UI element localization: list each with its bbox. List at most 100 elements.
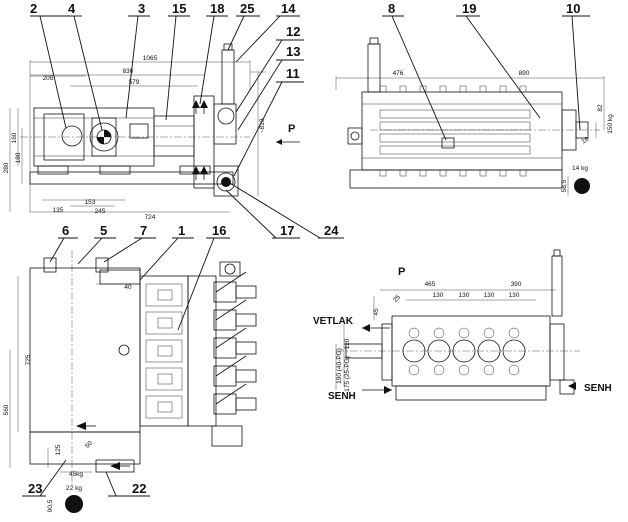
top-shaft-end [65, 495, 83, 513]
front-foot-mid [99, 165, 131, 175]
top-arrow-in [76, 422, 86, 430]
dim-245: 245 [95, 208, 106, 215]
top-coupling [95, 459, 135, 473]
side-center-marker [441, 137, 455, 149]
callout-8: 8 [388, 1, 395, 16]
dim-125: 125 [55, 444, 62, 455]
callout-7: 7 [140, 223, 147, 238]
dim-58-5: 58,5 [561, 179, 568, 192]
dim-16: 16 [580, 136, 590, 146]
front-accumulator [221, 49, 235, 105]
dim-280: 280 [3, 162, 10, 173]
front-shaft-circle [61, 125, 83, 147]
dim-90-5: 90,5 [47, 499, 54, 512]
dim-82: 82 [597, 104, 604, 112]
callout-4: 4 [68, 1, 76, 16]
port-senh-left: SENH [328, 391, 356, 402]
front-view: 1065 830 579 205 160 280 180 ~810 153 24… [3, 43, 300, 221]
port-senh-left-arrow [384, 386, 392, 394]
port-senh-right: SENH [584, 383, 612, 394]
dim-725: 725 [25, 354, 32, 365]
rear-view: 465 390 130 130 130 130 120 190 (40-PG) … [313, 249, 612, 402]
rear-inlet-stub [345, 343, 383, 359]
callout-22: 22 [132, 481, 146, 496]
dim-810: ~810 [259, 118, 266, 133]
port-vetlak: VETLAK [313, 316, 354, 327]
top-accumulator [219, 261, 241, 277]
callout-1: 1 [178, 223, 185, 238]
side-base [349, 169, 563, 189]
top-shaft-box [43, 257, 57, 273]
dim-205: 205 [43, 75, 54, 82]
callout-2: 2 [30, 1, 37, 16]
dim-120: 120 [344, 338, 351, 349]
top-base [29, 431, 141, 465]
side-accumulator [367, 43, 381, 93]
weight-14kg: 14 kg [572, 165, 588, 172]
rear-pressure-label: P [398, 266, 405, 278]
side-port [347, 127, 363, 145]
dim-390: 390 [511, 281, 522, 288]
rear-cylinders [402, 327, 526, 376]
callout-10: 10 [566, 1, 580, 16]
dim-45: 45 [373, 308, 380, 316]
callout-6: 6 [62, 223, 69, 238]
top-crosshead-guide [139, 275, 189, 427]
rear-accumulator [551, 255, 563, 317]
dim-830: 830 [123, 68, 134, 75]
dim-50: 50 [84, 440, 94, 450]
top-frame [29, 267, 141, 433]
dim-160: 160 [11, 132, 18, 143]
port-senh-right-arrow [568, 382, 576, 390]
dim-153: 153 [85, 199, 96, 206]
top-plunger-sections [145, 283, 183, 419]
side-view: 476 890 82 58,5 16 150 kg 14 kg [335, 37, 614, 196]
top-view: 40 725 560 125 50 90,5 45kg 22 kg [3, 250, 257, 513]
dim-180: 180 [15, 152, 22, 163]
callout-3: 3 [138, 1, 145, 16]
callout-11: 11 [286, 66, 300, 81]
side-shaft [575, 121, 589, 139]
dim-130-a: 130 [433, 292, 444, 299]
top-fluid-end [187, 275, 217, 427]
rear-fluid-end [391, 315, 551, 387]
dim-175: 175 (25-PG) [344, 356, 351, 392]
callout-15: 15 [172, 1, 186, 16]
callout-12: 12 [286, 24, 300, 39]
front-flow-arrows [192, 100, 208, 180]
top-arrow-out [110, 462, 120, 470]
weight-22kg: 22 kg [66, 485, 82, 492]
dim-190: 190 (40-PG) [336, 348, 343, 384]
dim-724: 724 [145, 214, 156, 221]
front-pressure-label: P [288, 123, 295, 135]
side-shaft-end [574, 178, 590, 194]
callout-24: 24 [324, 223, 339, 238]
side-bottom-bolts [379, 169, 527, 177]
dim-40: 40 [124, 284, 132, 291]
dim-25: 25 [392, 294, 402, 304]
port-vetlak-arrow [362, 324, 370, 332]
dim-476: 476 [393, 70, 404, 77]
dim-135: 135 [53, 207, 64, 214]
weight-45kg: 45kg [69, 471, 83, 478]
dim-130-d: 130 [509, 292, 520, 299]
callout-5: 5 [100, 223, 107, 238]
dim-579: 579 [129, 79, 140, 86]
dim-890: 890 [519, 70, 530, 77]
dim-130-c: 130 [484, 292, 495, 299]
callout-17: 17 [280, 223, 294, 238]
callout-19: 19 [462, 1, 476, 16]
front-suction-port [216, 172, 236, 192]
dim-130-b: 130 [459, 292, 470, 299]
callouts: 2 4 3 15 18 25 14 12 13 11 8 19 10 6 5 7… [22, 1, 590, 497]
dim-560: 560 [3, 404, 10, 415]
callout-14: 14 [281, 1, 296, 16]
dim-1065: 1065 [143, 55, 158, 62]
callout-25: 25 [240, 1, 254, 16]
callout-13: 13 [286, 44, 300, 59]
front-crosshead [153, 115, 195, 157]
top-valve-covers [213, 271, 257, 415]
front-foot-left [37, 165, 69, 175]
side-body [361, 91, 563, 171]
